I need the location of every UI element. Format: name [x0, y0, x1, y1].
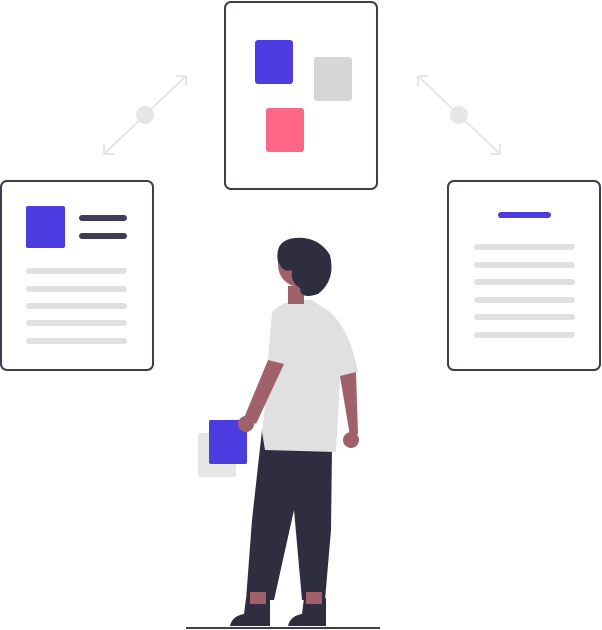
person-arm-left — [244, 360, 284, 424]
top-card-purple-square — [255, 40, 293, 84]
person-shirt — [262, 299, 358, 452]
right-document-icon — [447, 180, 601, 371]
person-pants — [246, 430, 332, 600]
top-card-pink-square — [266, 108, 304, 152]
top-document-icon — [224, 1, 378, 190]
top-card-gray-square — [314, 57, 352, 101]
held-card-purple — [209, 420, 247, 464]
person-figure — [198, 237, 359, 626]
person-shoe-left — [230, 598, 270, 626]
person-hair — [277, 237, 332, 296]
left-card-purple-square — [26, 206, 65, 248]
double-arrow-icon-left — [103, 75, 187, 155]
person-shoe-right — [288, 598, 326, 626]
double-arrow-icon-right — [417, 75, 501, 155]
left-document-icon — [0, 180, 154, 371]
person-arm-right — [340, 372, 358, 436]
